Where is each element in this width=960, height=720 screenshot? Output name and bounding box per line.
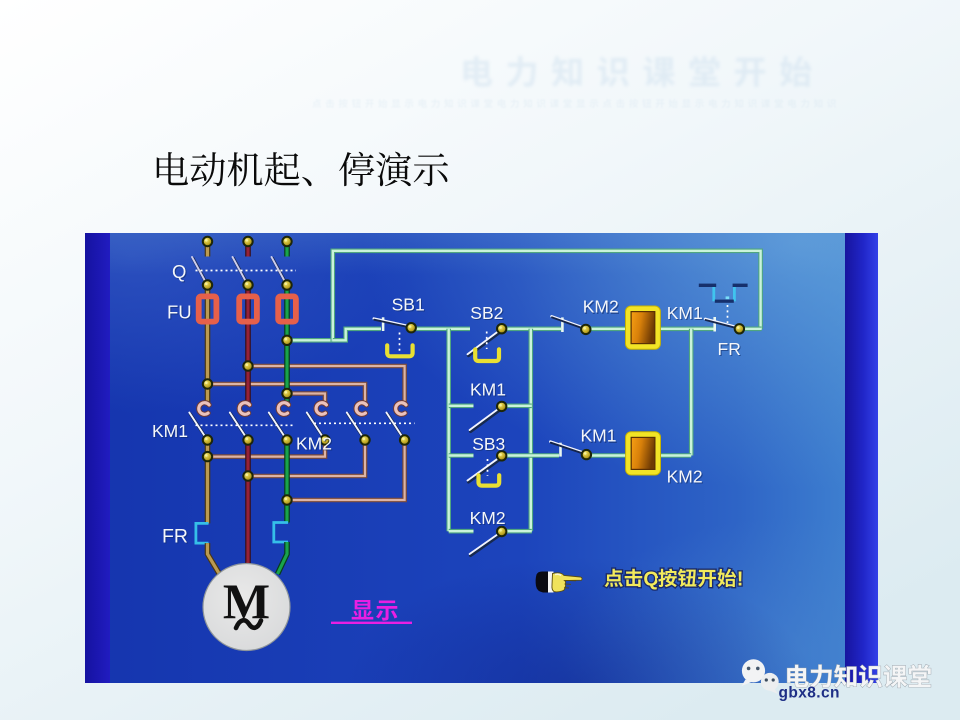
svg-text:FU: FU: [167, 302, 192, 323]
svg-text:KM1: KM1: [153, 422, 189, 442]
svg-text:KM1: KM1: [668, 304, 704, 324]
svg-text:Q: Q: [173, 262, 187, 283]
svg-text:SB3: SB3: [473, 435, 506, 455]
svg-text:KM2: KM2: [296, 434, 332, 454]
svg-text:SB1: SB1: [393, 296, 426, 316]
svg-text:KM2: KM2: [667, 466, 703, 486]
svg-text:KM2: KM2: [297, 435, 333, 455]
svg-text:Q: Q: [172, 261, 186, 282]
svg-text:Q: Q: [643, 568, 659, 590]
svg-text:KM2: KM2: [583, 297, 619, 317]
svg-text:SB3: SB3: [472, 434, 505, 454]
svg-text:KM1: KM1: [152, 421, 188, 441]
svg-text:FR: FR: [162, 526, 188, 548]
svg-text:KM1: KM1: [667, 303, 703, 323]
svg-text:FU: FU: [168, 303, 193, 324]
svg-text:FR: FR: [719, 340, 742, 360]
svg-text:KM2: KM2: [471, 509, 507, 529]
svg-text:!: !: [737, 568, 744, 590]
svg-text:gbx8.cn: gbx8.cn: [779, 685, 840, 702]
svg-text:KM1: KM1: [582, 427, 618, 447]
svg-text:KM2: KM2: [584, 298, 620, 318]
svg-text:FR: FR: [718, 339, 741, 359]
svg-text:SB2: SB2: [471, 304, 504, 324]
svg-text:SB1: SB1: [392, 295, 425, 315]
svg-text:KM1: KM1: [470, 380, 506, 400]
svg-text:KM2: KM2: [470, 508, 506, 528]
svg-text:FR: FR: [163, 527, 189, 549]
svg-text:KM1: KM1: [471, 381, 507, 401]
svg-text:KM2: KM2: [668, 468, 704, 488]
svg-text:SB2: SB2: [470, 303, 503, 323]
svg-text:KM1: KM1: [581, 426, 617, 446]
